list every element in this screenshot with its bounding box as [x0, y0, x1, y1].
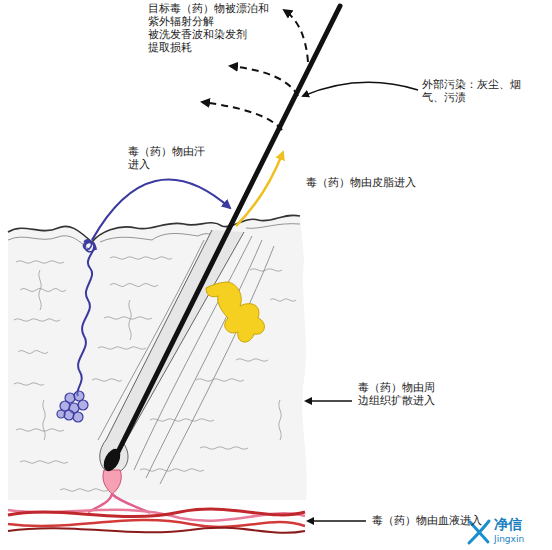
tissue-label: 毒（药）物由周 边组织扩散进入 — [358, 381, 450, 407]
skin-tissue — [8, 215, 307, 500]
sebum-arrow — [236, 152, 283, 226]
watermark-text: 净信 — [494, 516, 522, 532]
watermark-text: Jingxin — [494, 534, 524, 545]
hair-shaft — [113, 6, 340, 462]
pollution-arrow — [303, 82, 418, 96]
dermal-papilla — [103, 470, 121, 494]
pollution-label: 外部污染：灰尘、烟 气、污渍 — [422, 78, 534, 104]
sweat-arrow — [92, 180, 230, 240]
skin-surface — [8, 215, 300, 242]
hair-bulb — [100, 446, 123, 474]
loss-note: 目标毒（药）物被漂泊和 紫外辐射分解 被洗发香波和染发剂 提取损耗 — [148, 2, 280, 54]
sebaceous-gland — [206, 282, 264, 342]
tissue-arrow — [306, 400, 352, 402]
hair-follicle — [100, 230, 244, 474]
sweat-label: 毒（药）物由汗 进入 — [128, 145, 220, 171]
blood-arrow — [308, 520, 366, 522]
blood-vessels — [8, 509, 305, 533]
epidermis-line — [8, 224, 300, 250]
sweat-gland — [57, 240, 96, 422]
blood-label: 毒（药）物由血液进入 — [372, 514, 482, 527]
sebum-label: 毒（药）物由皮脂进入 — [306, 176, 416, 189]
